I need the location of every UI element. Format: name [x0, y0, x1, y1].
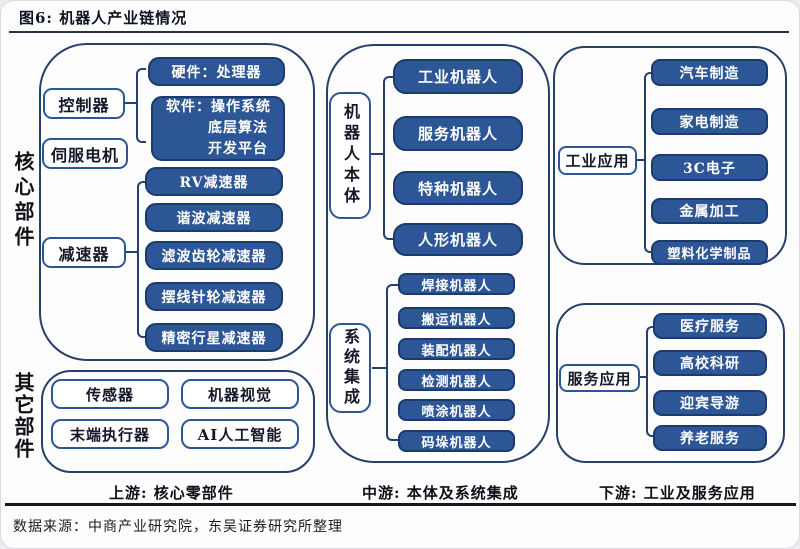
stage-label-downstream: 下游: 工业及服务应用	[599, 484, 756, 502]
service-application-container	[556, 303, 785, 463]
industrial-robot-box: 工业机器人	[393, 59, 523, 94]
harmonic-reducer-box: 谐波减速器	[145, 203, 283, 232]
software-line-3: 开发平台	[208, 141, 268, 157]
precision-planetary-reducer-box: 精密行星减速器	[145, 323, 283, 352]
servo-motor-box: 伺服电机	[42, 138, 128, 169]
inspection-robot-box: 检测机器人	[398, 369, 515, 391]
humanoid-robot-box: 人形机器人	[393, 223, 523, 256]
elderly-care-box: 养老服务	[653, 425, 767, 451]
stage-label-upstream: 上游: 核心零部件	[109, 484, 234, 502]
rv-reducer-box: RV减速器	[145, 167, 283, 196]
ai-box: AI人工智能	[181, 419, 299, 449]
midstream-container	[326, 44, 550, 463]
data-source-note: 数据来源：中商产业研究院，东吴证券研究所整理	[13, 519, 343, 535]
palletizing-robot-box: 码垛机器人	[398, 430, 515, 452]
reducer-bracket	[137, 181, 145, 338]
assembly-robot-box: 装配机器人	[398, 338, 515, 360]
industrial-application-bracket	[644, 72, 651, 253]
metal-processing-box: 金属加工	[651, 198, 768, 224]
auto-manufacturing-box: 汽车制造	[651, 59, 768, 86]
bottom-divider-line	[5, 503, 796, 506]
reception-guide-box: 迎宾导游	[653, 390, 767, 416]
filter-gear-reducer-box: 滤波齿轮减速器	[145, 241, 283, 270]
other-components-container	[41, 370, 315, 473]
reducer-bracket-stub	[126, 251, 137, 253]
software-line-1: 软件：操作系统	[166, 99, 271, 115]
core-components-side-label: 核心部件	[11, 151, 35, 251]
service-application-bracket-stub	[640, 376, 646, 378]
controller-bracket-stub	[125, 102, 136, 104]
appliance-manufacturing-box: 家电制造	[651, 108, 768, 135]
software-line-2: 底层算法	[208, 120, 268, 136]
software-box: 软件：操作系统 底层算法 开发平台	[151, 96, 285, 161]
electronics-3c-box: 3C电子	[651, 154, 768, 181]
sensor-box: 传感器	[51, 379, 169, 409]
service-application-box: 服务应用	[559, 364, 640, 392]
special-robot-box: 特种机器人	[393, 171, 523, 205]
handling-robot-box: 搬运机器人	[398, 307, 515, 329]
plastic-chemical-box: 塑料化学制品	[651, 240, 768, 265]
industrial-application-bracket-stub	[637, 159, 644, 161]
robot-body-bracket	[383, 76, 393, 240]
hardware-processor-box: 硬件：处理器	[148, 57, 285, 86]
cycloid-pin-reducer-box: 摆线针轮减速器	[145, 282, 283, 311]
university-research-box: 高校科研	[653, 350, 767, 376]
core-components-container	[39, 43, 315, 361]
system-integration-bracket-stub	[372, 367, 386, 369]
reducer-box: 减速器	[42, 237, 126, 268]
other-components-side-label: 其它部件	[11, 372, 35, 460]
figure-title: 图6: 机器人产业链情况	[19, 9, 188, 27]
system-integration-box: 系统集成	[329, 323, 371, 413]
robot-body-box: 机器人本体	[329, 92, 371, 219]
robot-body-bracket-stub	[371, 153, 383, 155]
machine-vision-box: 机器视觉	[181, 379, 299, 409]
spraying-robot-box: 喷涂机器人	[398, 399, 515, 421]
controller-box: 控制器	[43, 88, 125, 119]
controller-bracket	[136, 68, 146, 143]
service-robot-box: 服务机器人	[393, 116, 523, 151]
stage-label-midstream: 中游: 本体及系统集成	[362, 484, 519, 502]
system-integration-bracket	[386, 284, 398, 441]
industrial-application-box: 工业应用	[558, 146, 637, 175]
title-underline	[9, 31, 789, 33]
service-application-bracket	[646, 326, 653, 437]
end-effector-box: 末端执行器	[51, 419, 169, 449]
medical-service-box: 医疗服务	[653, 313, 767, 339]
welding-robot-box: 焊接机器人	[398, 273, 515, 295]
